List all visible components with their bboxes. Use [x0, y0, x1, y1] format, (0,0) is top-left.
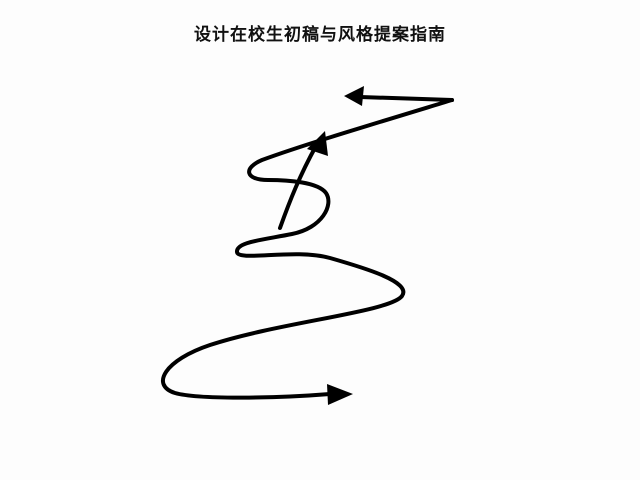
squiggle-path	[161, 98, 454, 400]
arrow-up-left-top-icon	[344, 86, 364, 106]
diagram-title: 设计在校生初稿与风格提案指南	[194, 25, 446, 45]
top-return-line	[358, 95, 454, 102]
arrow-right-bottom-icon	[327, 384, 353, 405]
diagonal-arrow-line	[278, 144, 318, 230]
arrow-up-right-diagonal-icon	[307, 131, 328, 156]
